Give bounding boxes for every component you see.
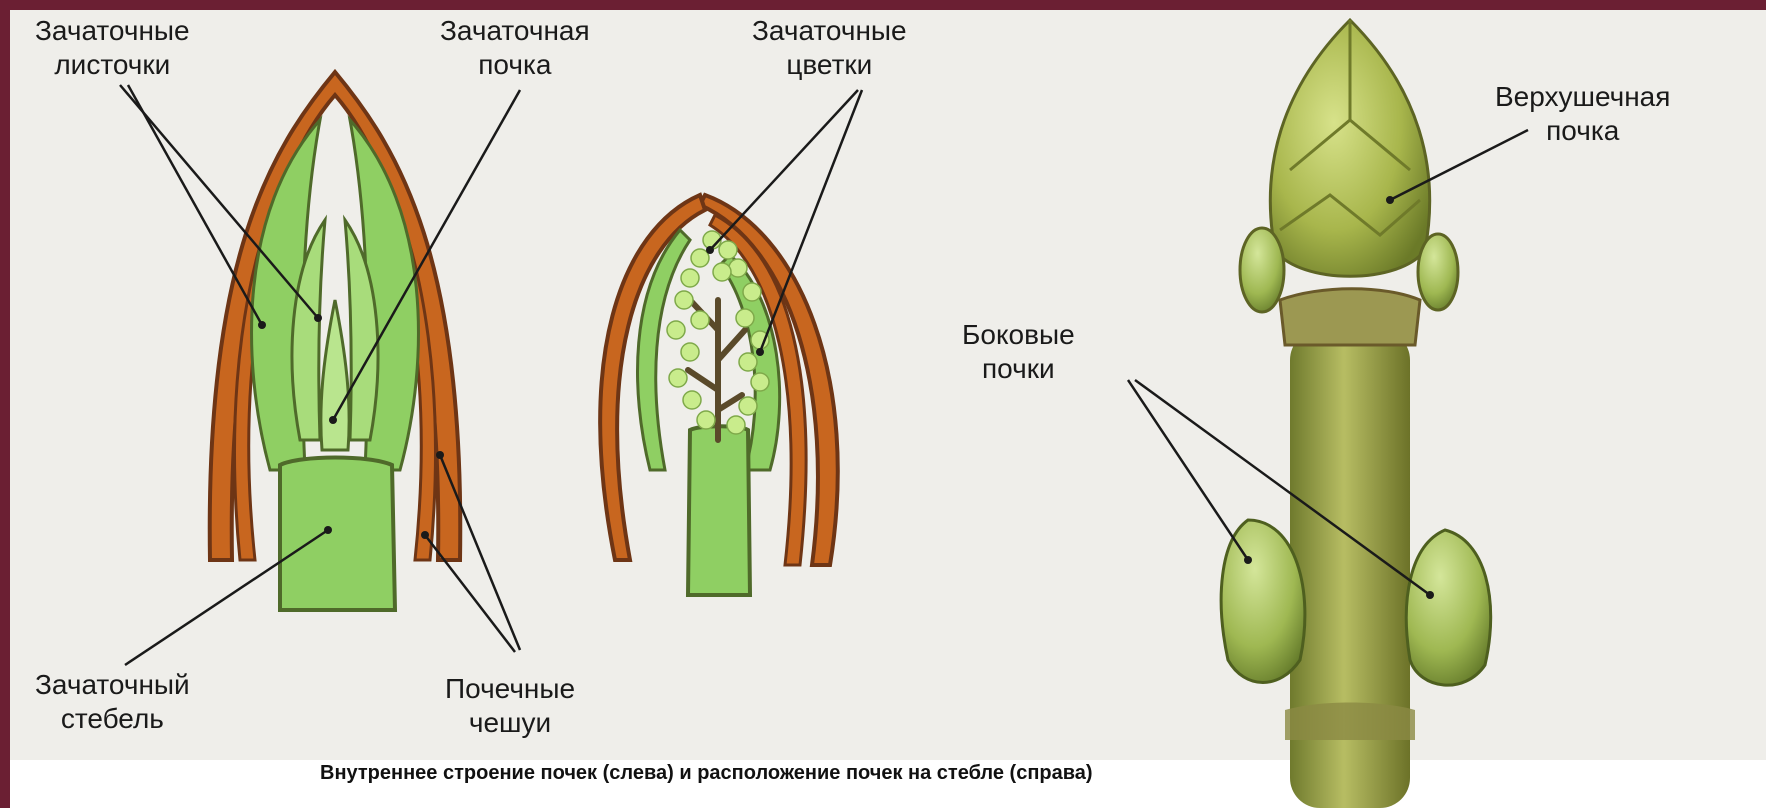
leader-lateral-buds-1 bbox=[1128, 380, 1248, 560]
label-bud-scales: Почечные чешуи bbox=[445, 672, 575, 740]
vegetative-bud-section bbox=[210, 72, 461, 610]
leaf-scar-lower bbox=[1285, 703, 1415, 741]
leaf-scar-upper bbox=[1280, 289, 1420, 345]
label-leaf-primordia-line1: Зачаточные bbox=[35, 14, 190, 48]
leader-flower-primordia-1 bbox=[710, 90, 858, 250]
label-flower-primordia: Зачаточные цветки bbox=[752, 14, 907, 82]
label-stem-primordium: Зачаточный стебель bbox=[35, 668, 190, 736]
label-lateral-buds: Боковые почки bbox=[962, 318, 1075, 386]
label-apical-bud: Верхушечная почка bbox=[1495, 80, 1670, 148]
label-lateral-buds-line1: Боковые bbox=[962, 318, 1075, 352]
label-bud-primordium: Зачаточная почка bbox=[440, 14, 590, 82]
twig-photo-illustration bbox=[1221, 20, 1491, 808]
label-bud-primordium-line2: почка bbox=[440, 48, 590, 82]
label-apical-bud-line1: Верхушечная bbox=[1495, 80, 1670, 114]
bud-primordium bbox=[321, 300, 349, 450]
label-bud-scales-line2: чешуи bbox=[445, 706, 575, 740]
label-leaf-primordia: Зачаточные листочки bbox=[35, 14, 190, 82]
figure-caption: Внутреннее строение почек (слева) и расп… bbox=[320, 762, 1093, 785]
label-flower-primordia-line1: Зачаточные bbox=[752, 14, 907, 48]
label-bud-scales-line1: Почечные bbox=[445, 672, 575, 706]
axillary-bud-left bbox=[1240, 228, 1284, 312]
label-stem-primordium-line1: Зачаточный bbox=[35, 668, 190, 702]
stem-primordium bbox=[280, 458, 395, 611]
flower-bud-stem bbox=[688, 426, 750, 595]
flower-bud-section bbox=[600, 195, 838, 595]
axillary-bud-right bbox=[1418, 234, 1458, 310]
label-apical-bud-line2: почка bbox=[1495, 114, 1670, 148]
label-stem-primordium-line2: стебель bbox=[35, 702, 190, 736]
label-flower-primordia-line2: цветки bbox=[752, 48, 907, 82]
label-bud-primordium-line1: Зачаточная bbox=[440, 14, 590, 48]
label-lateral-buds-line2: почки bbox=[962, 352, 1075, 386]
leader-leaf-primordia-1 bbox=[128, 85, 262, 325]
lateral-bud-right-shape bbox=[1406, 530, 1490, 685]
leader-bud-scales-2 bbox=[425, 535, 515, 652]
label-leaf-primordia-line2: листочки bbox=[35, 48, 190, 82]
